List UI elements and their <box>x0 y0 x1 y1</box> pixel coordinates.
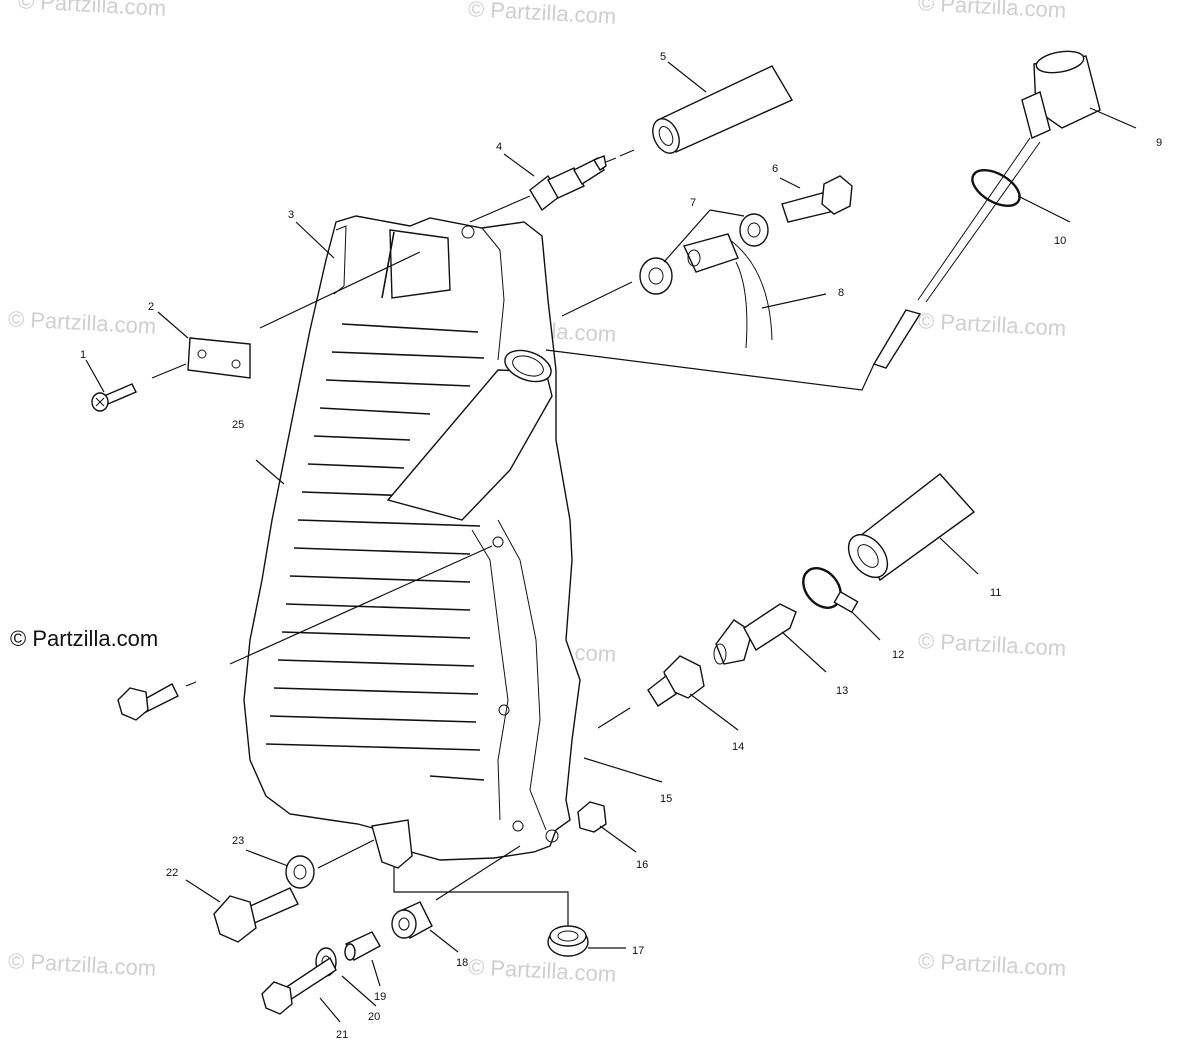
screw <box>91 383 137 412</box>
callout-4: 4 <box>496 141 502 153</box>
callout-20: 20 <box>368 1011 380 1023</box>
callout-25: 25 <box>232 419 244 431</box>
oil-tank <box>243 215 581 869</box>
washer <box>285 855 315 889</box>
callout-9: 9 <box>1156 137 1162 149</box>
callout-17: 17 <box>632 945 644 957</box>
callout-1: 1 <box>80 349 86 361</box>
bolt <box>117 683 179 721</box>
main-watermark: © Partzilla.com <box>10 626 159 651</box>
callout-6: 6 <box>772 163 778 175</box>
bolt <box>213 887 299 943</box>
callout-19: 19 <box>374 991 386 1003</box>
callout-10: 10 <box>1054 235 1066 247</box>
nut <box>577 801 607 833</box>
callout-18: 18 <box>456 957 468 969</box>
oil-line <box>683 233 773 349</box>
callout-23: 23 <box>232 835 244 847</box>
banjo-bolt <box>781 175 853 223</box>
bolt <box>261 956 337 1015</box>
callout-14: 14 <box>732 741 744 753</box>
grommet <box>547 925 589 957</box>
hose-clamp <box>802 567 859 614</box>
bracket-plate <box>187 337 251 379</box>
callout-15: 15 <box>660 793 672 805</box>
callout-2: 2 <box>148 301 154 313</box>
leader-lines <box>85 61 1137 1023</box>
callout-16: 16 <box>636 859 648 871</box>
callout-13: 13 <box>836 685 848 697</box>
bushing <box>391 901 433 939</box>
drain-fitting <box>647 655 705 707</box>
hose-lower <box>847 473 976 582</box>
callout-21: 21 <box>336 1029 348 1041</box>
callout-7: 7 <box>690 197 696 209</box>
callout-12: 12 <box>892 649 904 661</box>
callout-5: 5 <box>660 51 666 63</box>
dipstick <box>872 50 1101 369</box>
washer <box>639 213 769 295</box>
callout-22: 22 <box>166 867 178 879</box>
callout-labels: 1 2 3 4 5 6 7 8 9 10 11 12 13 14 15 16 1… <box>80 51 1162 1041</box>
callout-11: 11 <box>990 587 1001 599</box>
fitting <box>529 155 607 212</box>
hose-fitting <box>713 603 797 665</box>
sleeve <box>344 931 381 961</box>
callout-8: 8 <box>838 287 844 299</box>
callout-3: 3 <box>288 209 294 221</box>
o-ring <box>971 169 1021 207</box>
hose-upper <box>652 65 793 154</box>
